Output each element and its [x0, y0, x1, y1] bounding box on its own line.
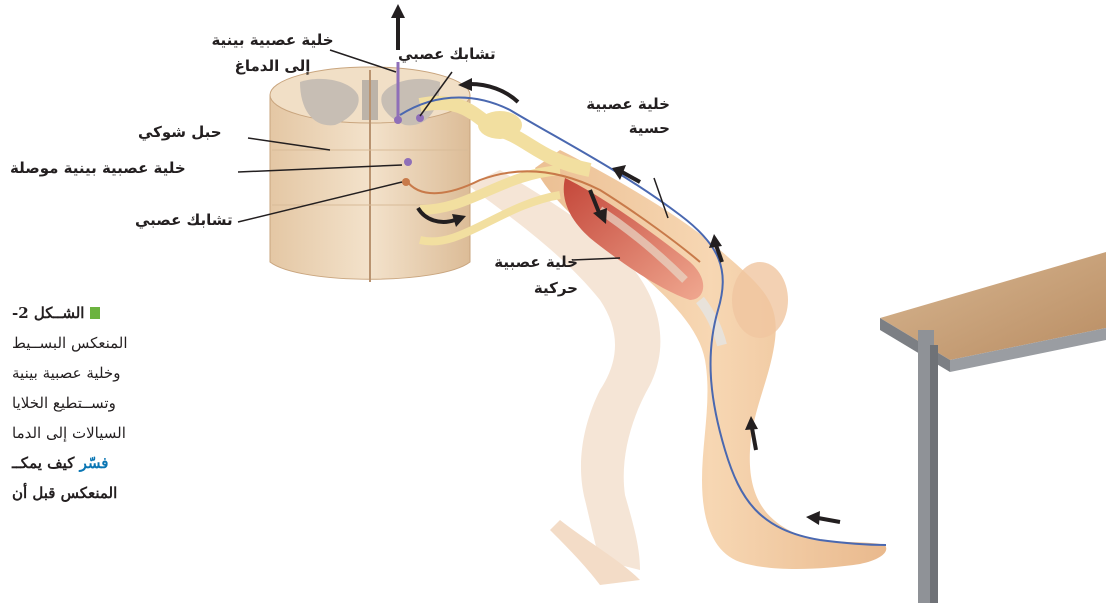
caption-line-6: كيف يمكــ: [12, 454, 80, 472]
label-interneuron-to-brain: خلية عصبية بينية إلى الدماغ: [205, 30, 340, 76]
label-sensory-line1: خلية عصبية: [560, 94, 670, 114]
label-spinal-cord: حبل شوكي: [138, 122, 222, 142]
caption-bullet-icon: [90, 307, 100, 319]
label-sensory-neuron: خلية عصبية حسية: [560, 94, 670, 138]
arrow-up-head: [391, 4, 405, 18]
label-motor-line1: خلية عصبية: [478, 252, 578, 272]
caption-figure-label: الشــكل 2-: [12, 304, 84, 322]
caption-line-3: وخلية عصبية بينية: [0, 358, 300, 388]
label-motor-neuron: خلية عصبية حركية: [478, 252, 578, 298]
table: [880, 252, 1106, 603]
label-motor-line2: حركية: [478, 278, 578, 298]
caption-explain-word: فسّر: [80, 454, 109, 472]
caption-line-4: وتســتطيع الخلايا: [0, 388, 300, 418]
caption-line-7: المنعكس قبل أن: [0, 478, 300, 508]
caption-line-5: السيالات إلى الدما: [0, 418, 300, 448]
figure-caption: الشــكل 2- المنعكس البســيط وخلية عصبية …: [0, 298, 300, 508]
label-sensory-line2: حسية: [560, 118, 670, 138]
caption-line-2: المنعكس البســيط: [0, 328, 300, 358]
arrow-sensory-3: [752, 428, 756, 450]
label-connecting-interneuron: خلية عصبية بينية موصلة: [10, 158, 186, 178]
label-interneuron-line1: خلية عصبية بينية: [205, 30, 340, 50]
label-synapse-bottom: تشابك عصبي: [135, 210, 233, 230]
label-interneuron-line2: إلى الدماغ: [205, 56, 340, 76]
arrow-foot: [818, 518, 840, 522]
label-synapse-top: تشابك عصبي: [398, 44, 496, 64]
